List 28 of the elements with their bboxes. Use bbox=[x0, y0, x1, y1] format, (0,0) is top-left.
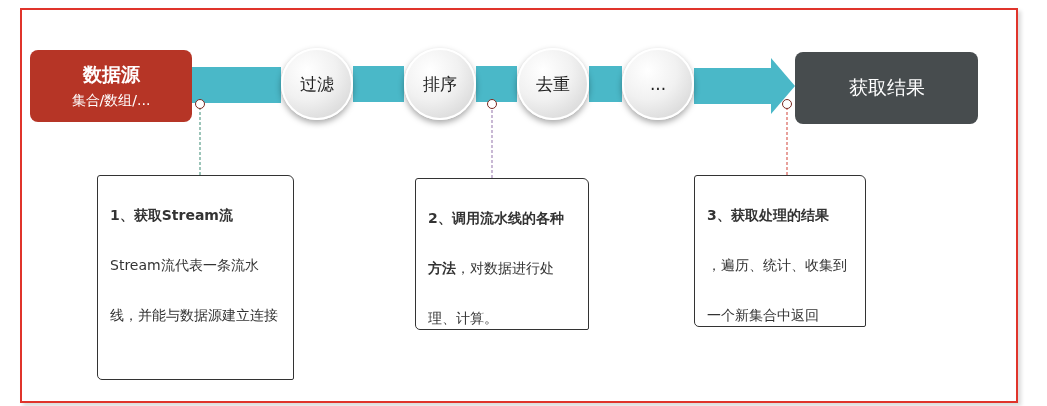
note-card bbox=[415, 178, 589, 330]
result-title: 获取结果 bbox=[848, 75, 925, 100]
marker-circle bbox=[487, 99, 497, 109]
source-subtitle: 集合/数组/... bbox=[71, 92, 151, 110]
pipeline-arrow bbox=[694, 58, 795, 114]
note-title: 3、获取处理的结果 bbox=[707, 206, 829, 225]
step-label: 去重 bbox=[536, 72, 570, 96]
leader-line bbox=[786, 108, 788, 176]
note-title: 2、调用流水线的各种方法，对数据进行处理、计算。 bbox=[428, 209, 565, 328]
result-box bbox=[795, 52, 978, 124]
note-body: Stream流代表一条流水线，并能与数据源建立连接 bbox=[110, 256, 279, 325]
step-label: ... bbox=[649, 74, 667, 94]
step-circle bbox=[517, 48, 589, 120]
step-circle bbox=[404, 48, 476, 120]
note-body: ，遍历、统计、收集到一个新集合中返回 bbox=[707, 256, 848, 325]
step-circle bbox=[622, 48, 694, 120]
step-circle bbox=[281, 48, 353, 120]
note-title: 1、获取Stream流 bbox=[110, 206, 233, 225]
leader-line bbox=[491, 108, 493, 179]
note-card bbox=[694, 175, 866, 327]
source-title: 数据源 bbox=[82, 62, 140, 87]
leader-line bbox=[199, 108, 201, 176]
marker-circle bbox=[782, 99, 792, 109]
note-card bbox=[97, 175, 294, 380]
step-label: 过滤 bbox=[300, 72, 334, 96]
step-label: 排序 bbox=[423, 72, 457, 96]
source-box bbox=[30, 50, 192, 122]
marker-circle bbox=[195, 99, 205, 109]
